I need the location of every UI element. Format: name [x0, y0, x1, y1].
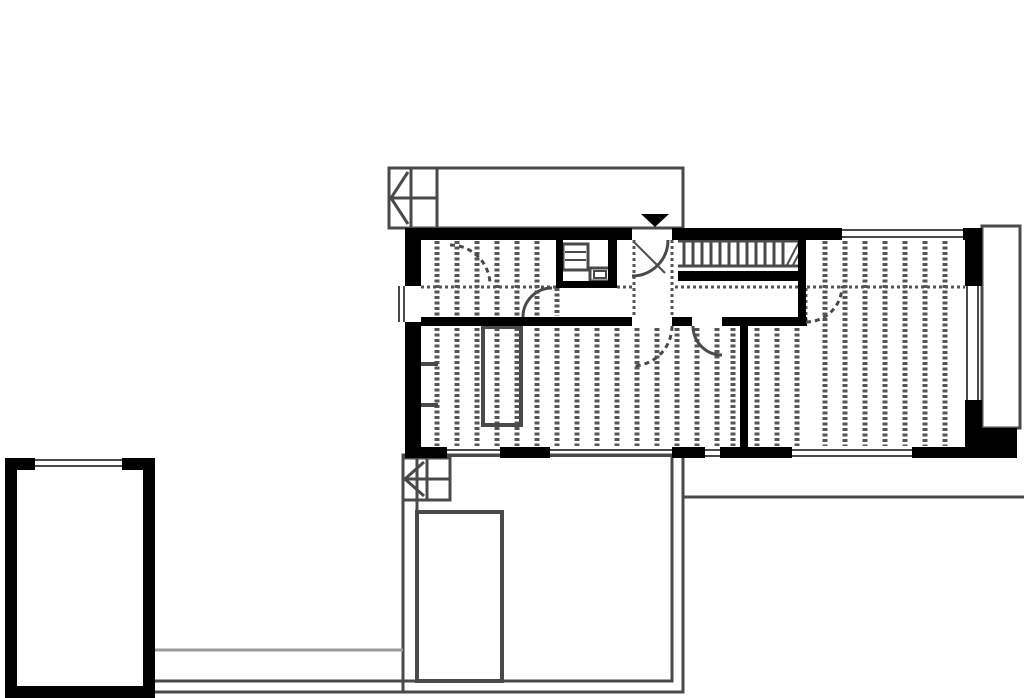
- corridor-wall-c: [722, 317, 807, 326]
- top-wall-mid: [672, 228, 842, 240]
- garage-wall-segment: [143, 458, 155, 698]
- entry-door-leaf: [633, 241, 666, 274]
- bottom-wall-pier-3: [672, 447, 705, 458]
- right-wall-lower: [965, 400, 982, 448]
- bottom-wall-pier-2: [500, 447, 550, 458]
- door-swing-bedroom-right: [805, 285, 844, 324]
- courtyard-patio-outline: [415, 510, 504, 683]
- toilet-seat: [593, 270, 607, 279]
- bath-wall-west: [556, 240, 563, 286]
- bottom-wall-pier-5: [912, 447, 1017, 458]
- kitchen-counter: [481, 325, 523, 427]
- garage-wall-segment: [5, 458, 17, 698]
- bath-sink-counter: [561, 242, 590, 272]
- corridor-wall-b: [672, 317, 692, 326]
- door-swing-corridor: [521, 286, 553, 318]
- courtyard-inner-outline: [415, 453, 674, 683]
- door-jamb-east: [798, 286, 806, 323]
- left-wall-upper: [405, 228, 421, 286]
- top-wall-west: [405, 228, 632, 240]
- entrance-marker-icon: [641, 214, 669, 227]
- door-swing-bedroom-left: [449, 243, 492, 286]
- garage-wall-segment: [5, 686, 155, 698]
- stair-break-line: [786, 241, 800, 266]
- ramp-symbol-courtyard-arrow: [402, 460, 426, 498]
- center-partition: [740, 323, 748, 448]
- door-swing-living: [691, 325, 723, 357]
- right-terrace-outline: [980, 224, 1022, 430]
- door-swing-entry: [631, 239, 670, 278]
- left-wall-lower: [405, 322, 421, 458]
- stair-wall-south: [678, 271, 806, 281]
- corridor-wall-a: [421, 317, 632, 326]
- courtyard-outer-outline: [401, 453, 685, 694]
- right-wall-upper: [965, 228, 982, 286]
- bottom-wall-pier-4: [720, 447, 792, 458]
- ramp-symbol-upper-arrow: [389, 171, 410, 225]
- stair-wall-east: [798, 240, 806, 286]
- bath-wall-south: [556, 281, 617, 288]
- bath-wall-east: [608, 240, 617, 286]
- door-swing-vestibule-living: [631, 325, 674, 368]
- bottom-wall-pier-1: [405, 447, 447, 458]
